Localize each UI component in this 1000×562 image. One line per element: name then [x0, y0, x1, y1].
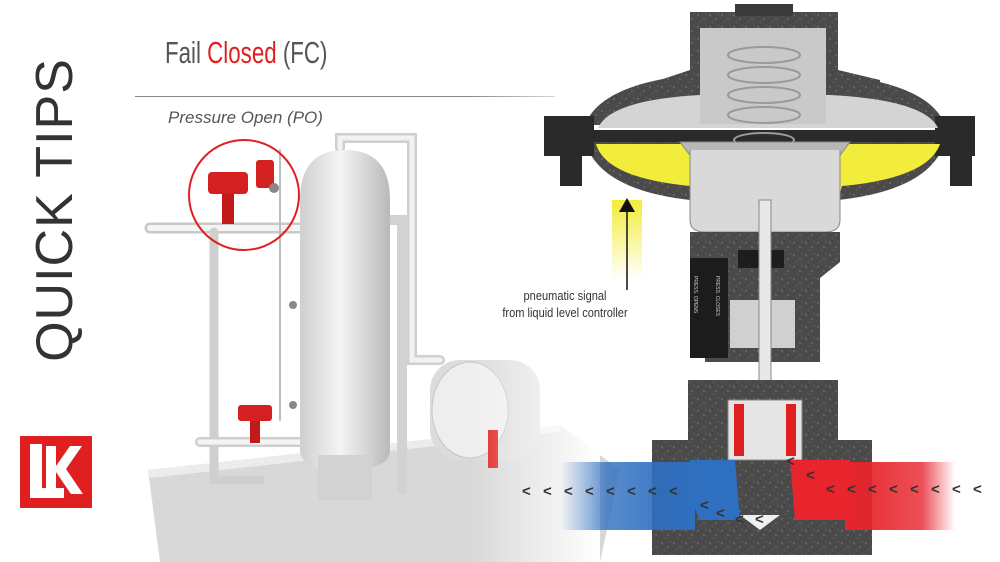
svg-text:<: <: [627, 483, 636, 500]
svg-text:<: <: [755, 511, 764, 528]
level-controller-assembly: [208, 160, 279, 224]
page-title: Fail Closed (FC): [165, 35, 328, 70]
company-logo: [20, 436, 92, 508]
svg-text:<: <: [847, 481, 856, 498]
svg-text:<: <: [786, 453, 795, 470]
svg-text:<: <: [606, 483, 615, 500]
valve-cross-section: [544, 4, 975, 555]
page-subtitle: Pressure Open (PO): [168, 108, 323, 127]
flow-direction-arrows: < < < < < < < < < < < < < < < < < < < < < <: [522, 453, 982, 528]
signal-callout-line1: pneumatic signal: [523, 288, 607, 303]
highlight-circle: [188, 139, 300, 251]
plate-label-closes: PRESS. CLOSES: [714, 276, 720, 317]
title-divider: [135, 96, 555, 97]
svg-text:<: <: [868, 481, 877, 498]
pneumatic-signal-arrow: [612, 198, 642, 290]
svg-text:<: <: [952, 481, 961, 498]
inlet-flow: [845, 462, 955, 530]
svg-text:<: <: [735, 511, 744, 528]
svg-text:<: <: [585, 483, 594, 500]
svg-text:<: <: [543, 483, 552, 500]
svg-text:<: <: [669, 483, 678, 500]
signal-callout: pneumatic signal from liquid level contr…: [501, 287, 629, 321]
svg-text:<: <: [931, 481, 940, 498]
svg-text:<: <: [806, 467, 815, 484]
k-logo-icon: [20, 436, 92, 508]
process-piping: [144, 133, 445, 495]
liquid-dump-valve: [238, 405, 272, 443]
svg-text:<: <: [910, 481, 919, 498]
title-accent: Closed: [207, 35, 277, 70]
svg-text:<: <: [973, 481, 982, 498]
plate-label-opens: PRESS. OPENS: [692, 276, 698, 314]
svg-text:<: <: [889, 481, 898, 498]
svg-text:<: <: [522, 483, 531, 500]
svg-text:<: <: [648, 483, 657, 500]
svg-text:<: <: [700, 497, 709, 514]
outlet-flow: [560, 462, 695, 530]
svg-text:<: <: [564, 483, 573, 500]
signal-callout-line2: from liquid level controller: [502, 305, 628, 320]
svg-text:<: <: [826, 481, 835, 498]
separator-vessel: [289, 150, 390, 500]
svg-text:<: <: [716, 505, 725, 522]
